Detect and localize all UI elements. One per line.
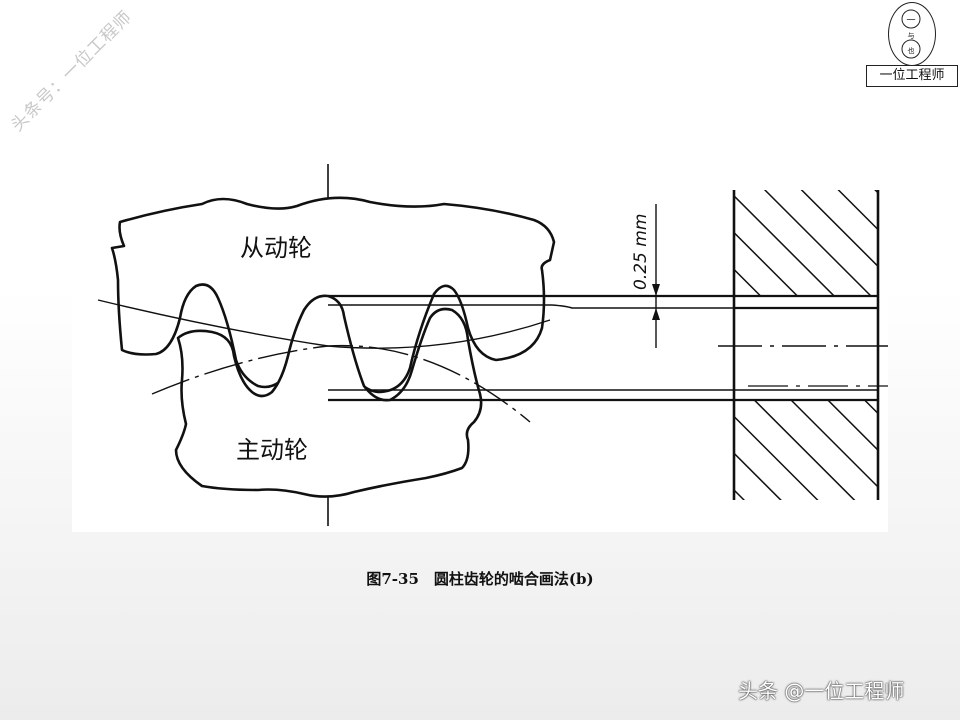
section-view-hatch-bottom xyxy=(734,400,878,500)
watermark-text: 头条号：一位工程师 xyxy=(7,6,137,136)
footer-attribution: 头条 @一位工程师 xyxy=(738,679,905,703)
driving-gear-outline xyxy=(174,294,483,498)
logo-circle: 一 与 也 xyxy=(888,2,936,66)
logo-glyph-1: 一 xyxy=(906,16,915,26)
clearance-label: 0.25 mm xyxy=(631,214,651,290)
logo-text: 一位工程师 xyxy=(866,65,958,87)
dimension-arrow-top xyxy=(652,284,660,296)
pitch-curve-driving xyxy=(151,344,531,423)
section-view-middle xyxy=(734,296,878,400)
logo-glyph-2: 与 xyxy=(908,32,915,40)
section-view-hatch-top xyxy=(734,190,878,296)
figure-caption: 图7-35 圆柱齿轮的啮合画法(b) xyxy=(366,570,594,588)
gear-mesh-drawing: 0.25 mm 从动轮 主动轮 xyxy=(97,164,888,526)
dimension-arrow-bottom xyxy=(652,308,660,320)
logo-glyph-3: 也 xyxy=(908,46,915,55)
logo: 一 与 也 一位工程师 xyxy=(866,0,958,90)
tooth-line-2-join xyxy=(551,304,734,309)
gear-mesh-diagram: 0.25 mm 从动轮 主动轮 xyxy=(72,160,888,532)
driving-gear-label: 主动轮 xyxy=(236,436,308,464)
driven-gear-label: 从动轮 xyxy=(240,234,312,262)
